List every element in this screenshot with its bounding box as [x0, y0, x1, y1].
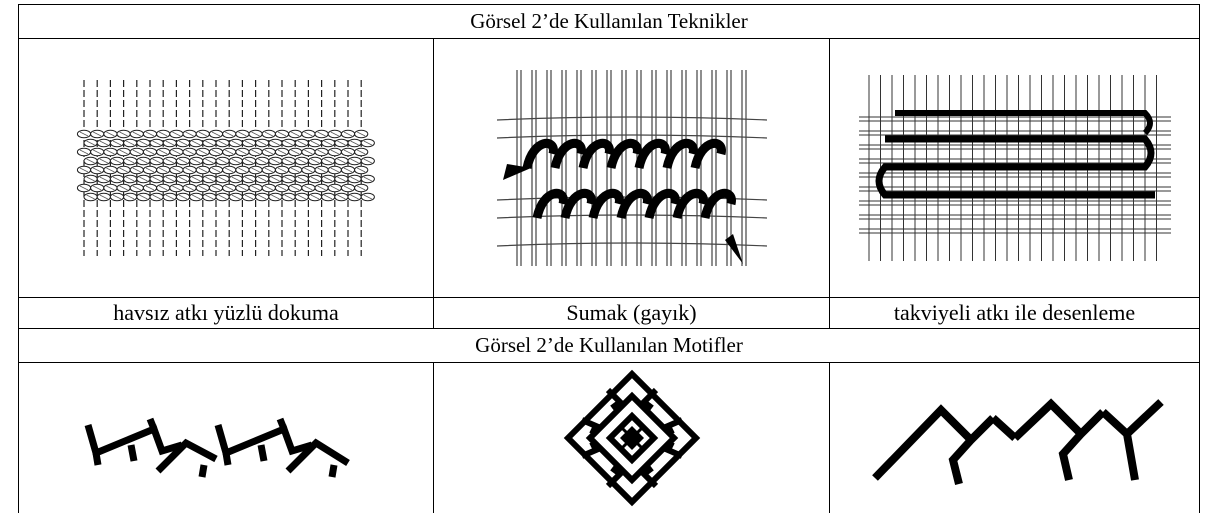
technique-image-cell: [829, 38, 1200, 298]
motifs-header: Görsel 2’de Kullanılan Motifler: [18, 328, 1200, 363]
motif-cell: [829, 362, 1200, 513]
soumak-weave-illustration: [496, 70, 767, 266]
zigzag-motif: [871, 398, 1164, 485]
diamond-motif: [563, 369, 700, 507]
techniques-header: Görsel 2’de Kullanılan Teknikler: [18, 4, 1200, 39]
techniques-table: Görsel 2’de Kullanılan Teknikler havsız …: [18, 4, 1200, 513]
technique-label: Sumak (gayık): [433, 297, 830, 329]
motif-cell: [18, 362, 434, 513]
motif-cell: [433, 362, 830, 513]
supplementary-weft-patterning-illustration: [858, 75, 1171, 261]
hook-motif: [84, 417, 350, 478]
plain-weft-faced-weave-illustration: [76, 80, 375, 256]
technique-image-cell: [433, 38, 830, 298]
technique-label: havsız atkı yüzlü dokuma: [18, 297, 434, 329]
technique-label: takviyeli atkı ile desenleme: [829, 297, 1200, 329]
technique-image-cell: [18, 38, 434, 298]
